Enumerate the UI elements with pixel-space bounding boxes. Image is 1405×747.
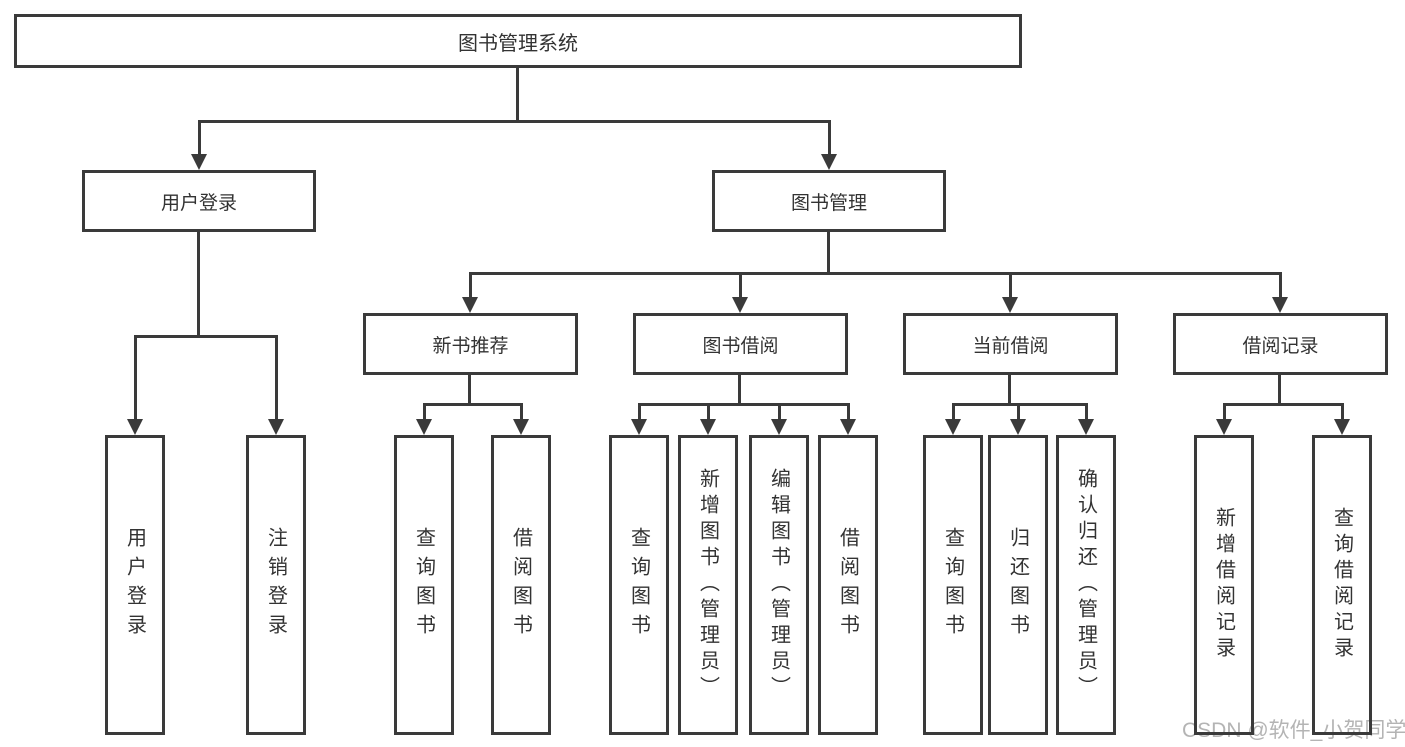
arrow-down-icon (191, 120, 207, 170)
connector-borrow-record-stem (1278, 375, 1281, 405)
connector-book-borrow-stem (738, 375, 741, 405)
node-label: 借阅记录 (1242, 335, 1319, 357)
leaf-label: 编辑图书（管理员） (767, 468, 790, 702)
node-user-login: 用户登录 (82, 170, 316, 232)
node-borrowing-records: 借阅记录 (1173, 313, 1388, 375)
arrow-down-icon (127, 335, 143, 435)
arrow-down-icon (462, 272, 478, 313)
arrow-down-icon (513, 403, 529, 435)
connector-book-borrow-rail (638, 403, 849, 406)
connector-new-book-stem (468, 375, 471, 405)
leaf-label: 查询图书 (412, 527, 435, 643)
connector-current-borrow-stem (1008, 375, 1011, 405)
node-label: 图书管理系统 (458, 32, 578, 55)
leaf-search-books-current: 查询图书 (923, 435, 983, 735)
leaf-label: 借阅图书 (836, 527, 859, 643)
leaf-search-books-borrow: 查询图书 (609, 435, 669, 735)
leaf-borrow-books-recommend: 借阅图书 (491, 435, 551, 735)
node-root-library-system: 图书管理系统 (14, 14, 1022, 68)
arrow-down-icon (1078, 403, 1094, 435)
arrow-down-icon (268, 335, 284, 435)
connector-level2-rail (198, 120, 830, 123)
node-current-borrowing: 当前借阅 (903, 313, 1118, 375)
connector-book-mgmt-stem (827, 232, 830, 272)
arrow-down-icon (631, 403, 647, 435)
connector-current-borrow-rail (952, 403, 1087, 406)
leaf-add-books-admin: 新增图书（管理员） (678, 435, 738, 735)
leaf-label: 用户登录 (123, 527, 146, 643)
leaf-label: 确认归还（管理员） (1074, 468, 1097, 702)
arrow-down-icon (732, 272, 748, 313)
leaf-edit-books-admin: 编辑图书（管理员） (749, 435, 809, 735)
arrow-down-icon (840, 403, 856, 435)
node-label: 当前借阅 (972, 335, 1049, 357)
node-label: 用户登录 (160, 192, 237, 214)
leaf-search-borrow-record: 查询借阅记录 (1312, 435, 1372, 735)
arrow-down-icon (1216, 403, 1232, 435)
leaf-label: 查询图书 (627, 527, 650, 643)
node-new-book-recommend: 新书推荐 (363, 313, 578, 375)
leaf-label: 借阅图书 (509, 527, 532, 643)
arrow-down-icon (821, 120, 837, 170)
leaf-borrow-books: 借阅图书 (818, 435, 878, 735)
leaf-add-borrow-record: 新增借阅记录 (1194, 435, 1254, 735)
arrow-down-icon (1010, 403, 1026, 435)
leaf-return-books: 归还图书 (988, 435, 1048, 735)
connector-user-login-rail (134, 335, 277, 338)
node-book-management: 图书管理 (712, 170, 946, 232)
connector-user-login-stem (197, 232, 200, 335)
arrow-down-icon (1334, 403, 1350, 435)
connector-root-stem (516, 68, 519, 120)
leaf-user-login: 用户登录 (105, 435, 165, 735)
leaf-label: 新增图书（管理员） (696, 468, 719, 702)
leaf-label: 注销登录 (264, 527, 287, 643)
leaf-label: 查询借阅记录 (1330, 507, 1353, 663)
arrow-down-icon (771, 403, 787, 435)
leaf-label: 新增借阅记录 (1212, 507, 1235, 663)
leaf-label: 查询图书 (941, 527, 964, 643)
arrow-down-icon (700, 403, 716, 435)
leaf-search-books-recommend: 查询图书 (394, 435, 454, 735)
leaf-logout: 注销登录 (246, 435, 306, 735)
arrow-down-icon (945, 403, 961, 435)
leaf-label: 归还图书 (1006, 527, 1029, 643)
node-label: 新书推荐 (432, 335, 509, 357)
csdn-watermark: CSDN @软件_小贺同学 (1182, 719, 1405, 742)
node-book-borrowing: 图书借阅 (633, 313, 848, 375)
arrow-down-icon (1002, 272, 1018, 313)
connector-new-book-rail (423, 403, 522, 406)
arrow-down-icon (1272, 272, 1288, 313)
leaf-confirm-return-admin: 确认归还（管理员） (1056, 435, 1116, 735)
node-label: 图书借阅 (702, 335, 779, 357)
arrow-down-icon (416, 403, 432, 435)
node-label: 图书管理 (790, 192, 867, 214)
connector-borrow-record-rail (1223, 403, 1343, 406)
connector-level3-rail (469, 272, 1281, 275)
